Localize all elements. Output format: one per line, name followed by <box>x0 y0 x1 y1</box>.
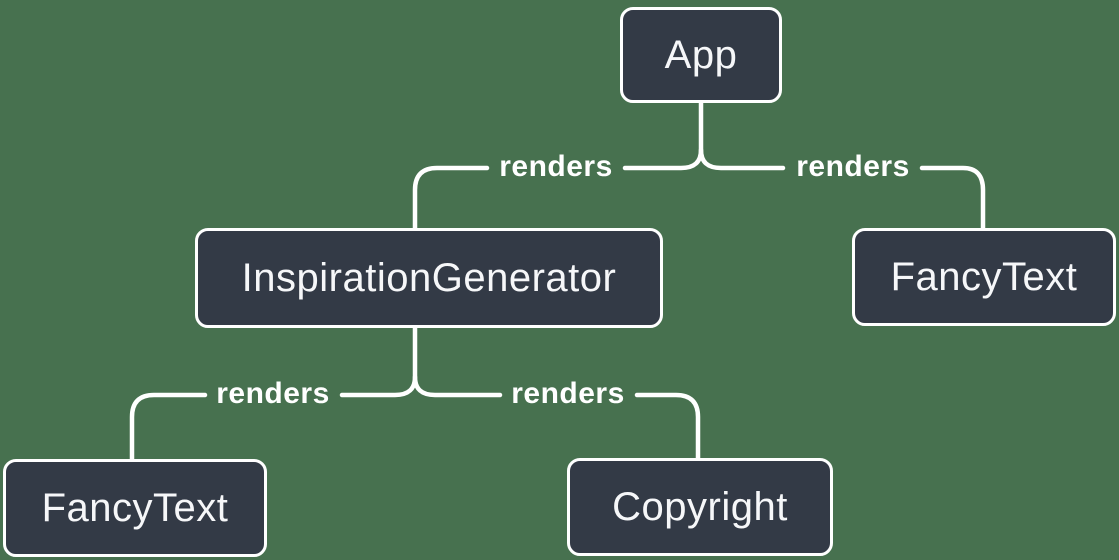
node-inspiration-generator: InspirationGenerator <box>195 228 663 328</box>
edge-app-to-fancytext-segment-left <box>698 147 786 171</box>
edge-inspirationgenerator-to-copyright-segment-right <box>634 392 701 463</box>
edge-label-app-fancytext: renders <box>796 150 910 183</box>
edge-label-app-inspirationgenerator: renders <box>499 150 613 183</box>
edge-label-inspirationgenerator-fancytext: renders <box>216 377 330 410</box>
edge-inspirationgenerator-to-fancytext-segment-left <box>129 392 208 464</box>
edge-inspirationgenerator-to-fancytext-segment-right <box>339 323 418 398</box>
edge-label-inspirationgenerator-copyright: renders <box>511 377 625 410</box>
edge-inspirationgenerator-to-copyright-segment-left <box>412 374 503 398</box>
node-app: App <box>620 7 782 103</box>
edge-app-to-inspirationgenerator-segment-right <box>622 97 704 171</box>
node-fancy-text-right: FancyText <box>852 228 1116 326</box>
edge-app-to-fancytext-segment-right <box>919 165 986 233</box>
node-fancy-text-left: FancyText <box>3 459 267 557</box>
edge-app-to-inspirationgenerator-segment-left <box>412 165 490 233</box>
node-copyright: Copyright <box>567 458 833 556</box>
